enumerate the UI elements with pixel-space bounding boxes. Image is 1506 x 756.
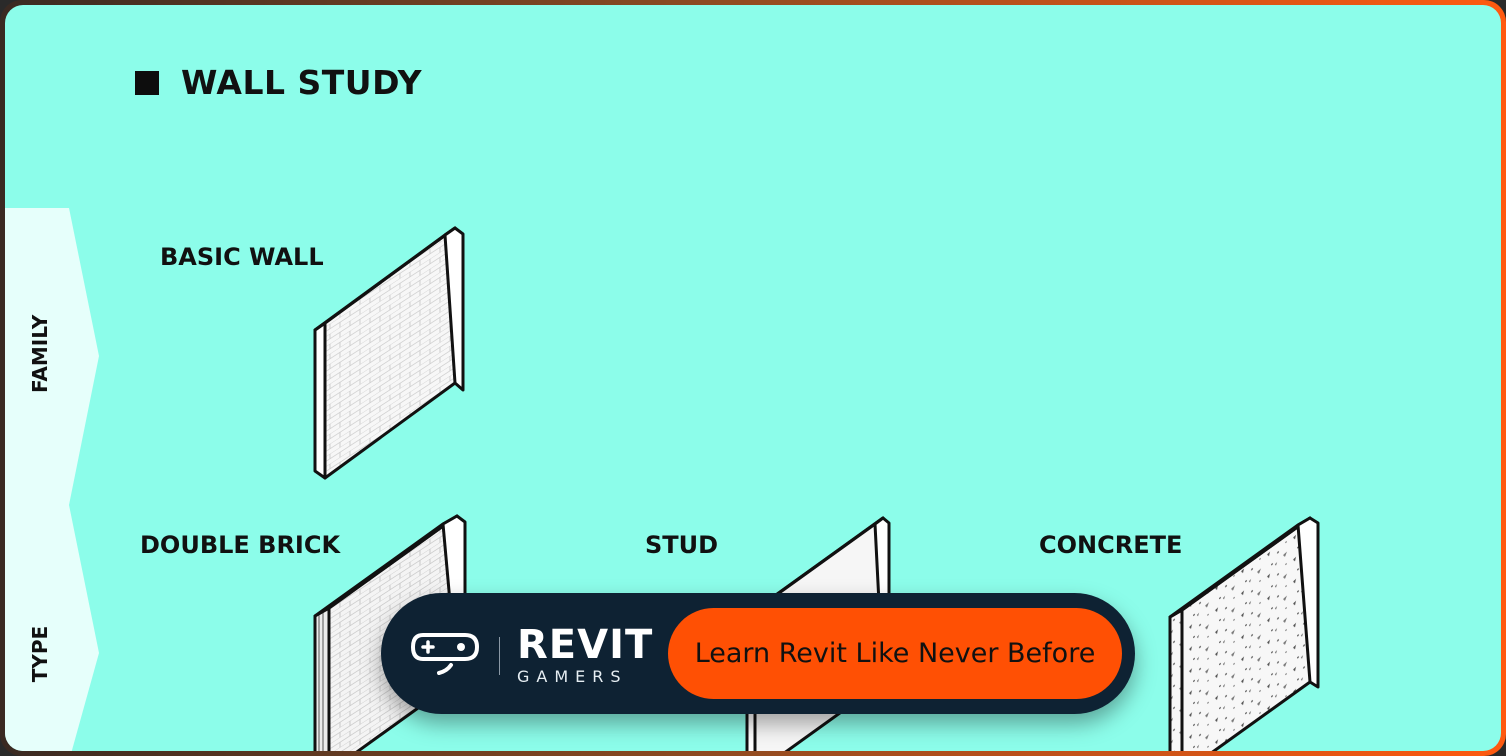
title-square-icon: [135, 70, 159, 95]
double-brick-label: DOUBLE BRICK: [140, 531, 341, 559]
page-title: WALL STUDY: [181, 63, 422, 102]
brand-subname: GAMERS: [517, 667, 628, 686]
type-band: TYPE: [5, 505, 105, 751]
diagram-canvas: WALL STUDY FAMILY TYPE BASIC WALL DOUBLE…: [5, 5, 1501, 751]
brand-name: REVIT: [517, 622, 654, 668]
type-band-label: TYPE: [28, 625, 52, 683]
family-band-label: FAMILY: [28, 314, 52, 393]
basic-wall-label: BASIC WALL: [160, 243, 324, 271]
title-block: WALL STUDY: [135, 63, 422, 102]
learn-revit-button[interactable]: Learn Revit Like Never Before: [668, 608, 1122, 699]
gamepad-logo-icon: [411, 633, 480, 675]
concrete-wall-illustration: [1168, 516, 1320, 751]
concrete-label: CONCRETE: [1039, 531, 1183, 559]
stud-label: STUD: [645, 531, 719, 559]
family-band-shape: [5, 208, 99, 505]
brand-wordmark: REVIT GAMERS: [517, 625, 653, 686]
family-band: FAMILY: [5, 208, 105, 505]
cta-divider: [499, 637, 500, 675]
type-band-shape: [5, 505, 99, 751]
cta-banner: REVIT GAMERS Learn Revit Like Never Befo…: [381, 593, 1135, 714]
basic-wall-illustration: [313, 226, 465, 480]
